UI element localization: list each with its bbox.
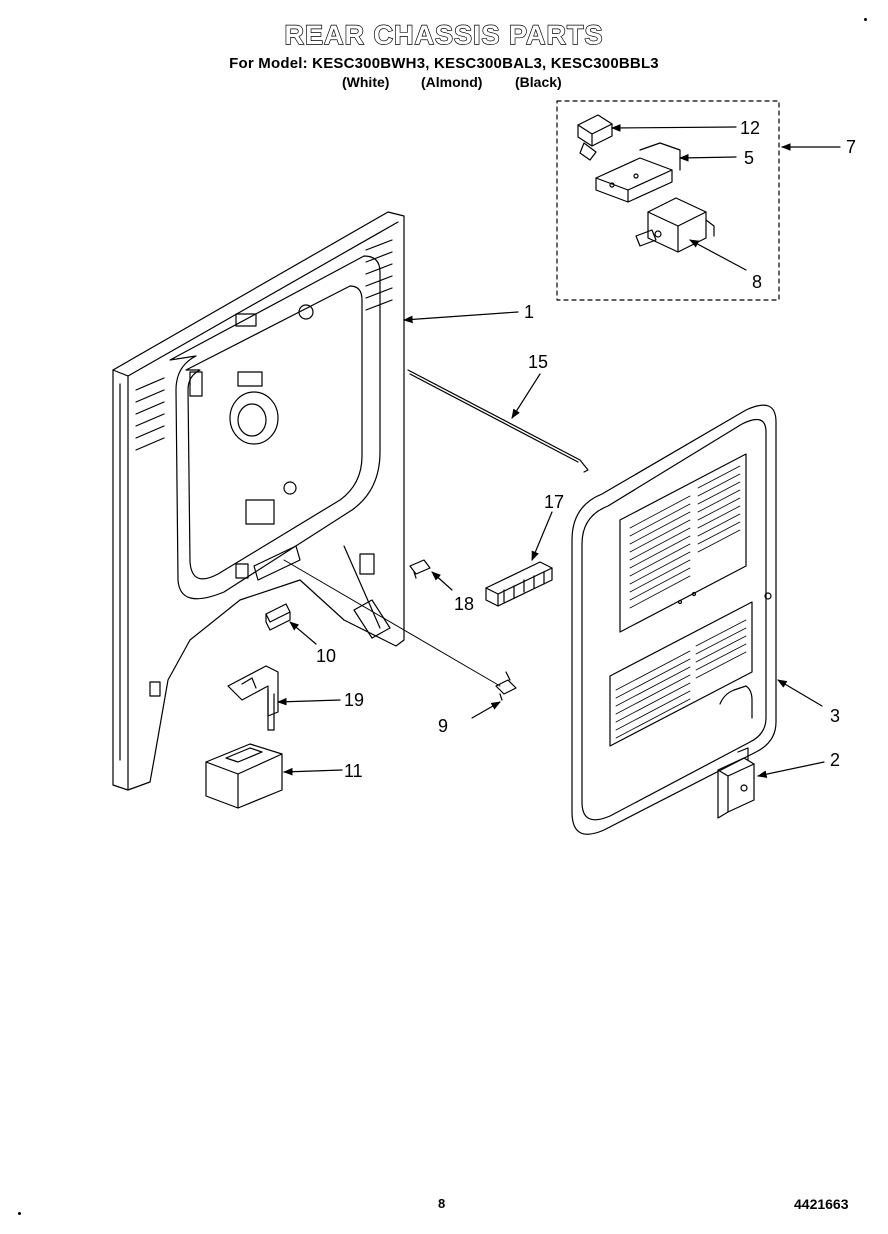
assembly-group-box [556, 100, 780, 301]
part-1-rear-chassis [112, 211, 405, 791]
callout-15: 15 [528, 352, 548, 372]
part-12-switch [577, 114, 613, 161]
corner-mark [864, 18, 867, 21]
part-3-access-panel [571, 404, 777, 835]
callout-8: 8 [752, 272, 762, 292]
color-black: (Black) [515, 74, 562, 90]
part-10-bracket [265, 603, 291, 631]
part-5-bracket [595, 142, 681, 203]
part-9-connector [495, 671, 517, 701]
part-2-cover [717, 747, 755, 819]
callout-9: 9 [438, 716, 448, 736]
callout-18: 18 [454, 594, 474, 614]
part-18-clip [409, 559, 431, 579]
document-number: 4421663 [794, 1196, 849, 1212]
corner-mark [18, 1212, 21, 1215]
callout-10: 10 [316, 646, 336, 666]
part-15-rod [407, 369, 589, 473]
part-17-terminal-block [485, 561, 553, 607]
diagram-title: REAR CHASSIS PARTS [284, 19, 604, 50]
color-almond: (Almond) [421, 74, 483, 90]
part-11-block [205, 743, 283, 809]
callout-7: 7 [846, 137, 856, 157]
callout-12: 12 [740, 118, 760, 138]
page-number: 8 [438, 1196, 446, 1211]
callout-17: 17 [544, 492, 564, 512]
callout-19: 19 [344, 690, 364, 710]
part-8-solenoid [635, 197, 715, 253]
color-white: (White) [342, 74, 390, 90]
part-19-bracket [227, 665, 279, 731]
callout-2: 2 [830, 750, 840, 770]
callout-5: 5 [744, 148, 754, 168]
callout-3: 3 [830, 706, 840, 726]
model-line: For Model: KESC300BWH3, KESC300BAL3, KES… [229, 55, 659, 72]
callout-1: 1 [524, 302, 534, 322]
callout-11: 11 [344, 761, 363, 781]
